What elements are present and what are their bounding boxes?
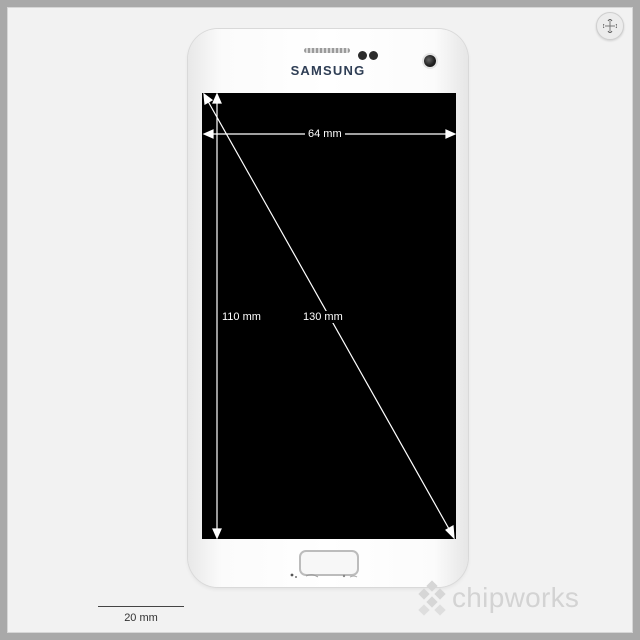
home-button — [299, 550, 359, 576]
width-arrow-right — [445, 129, 457, 139]
brand-logo: SAMSUNG — [290, 63, 366, 78]
width-arrow-left — [202, 129, 214, 139]
scale-label: 20 mm — [124, 612, 158, 624]
proximity-sensor — [358, 51, 367, 60]
watermark-wordmark: chipworks — [452, 582, 580, 613]
height-label: 110 mm — [219, 311, 264, 323]
expand-icon — [603, 19, 617, 33]
expand-button[interactable] — [596, 12, 624, 40]
height-arrow-top — [212, 92, 222, 104]
height-arrow-bottom — [212, 528, 222, 540]
chipworks-logo-icon — [418, 580, 446, 616]
smudge-marks — [290, 573, 358, 578]
diagonal-arrow-bottom — [445, 525, 455, 540]
scale-bar — [98, 606, 184, 607]
width-label: 64 mm — [305, 128, 345, 140]
diagonal-label: 130 mm — [300, 311, 346, 323]
earpiece-speaker — [304, 48, 350, 53]
front-camera-icon — [424, 55, 436, 67]
light-sensor — [369, 51, 378, 60]
diagonal-arrow-top — [203, 92, 214, 105]
